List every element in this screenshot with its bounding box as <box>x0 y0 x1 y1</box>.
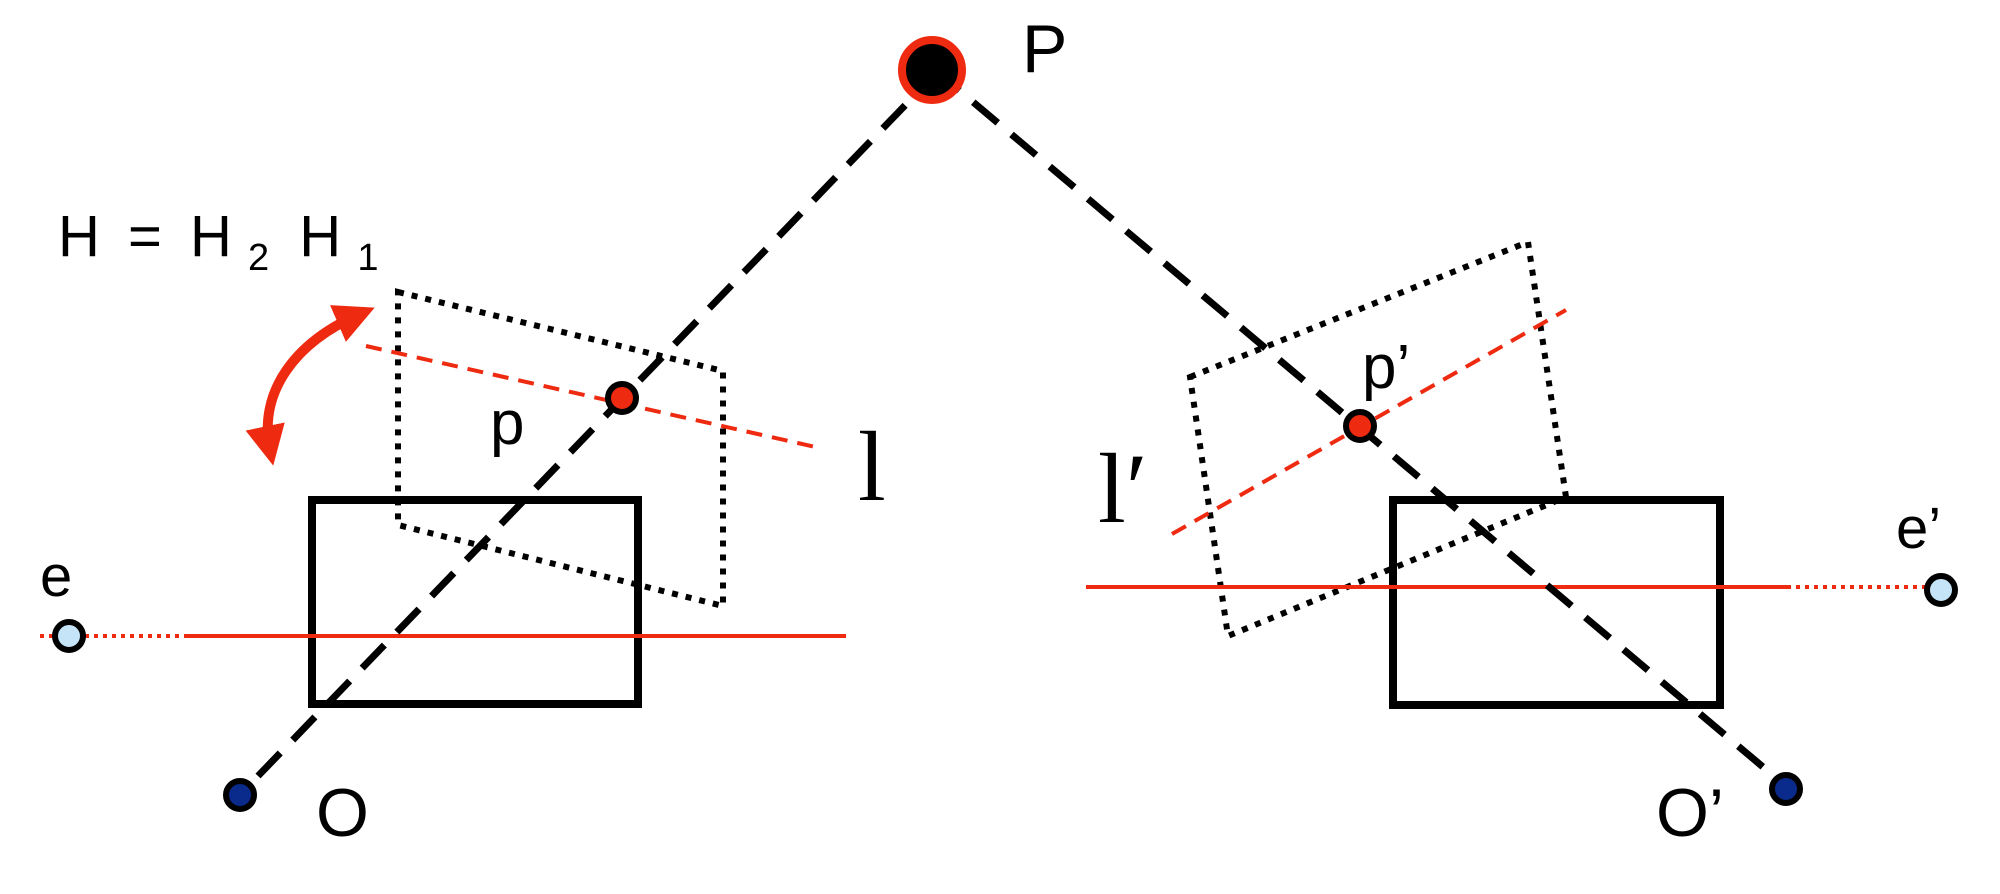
point-p-prime <box>1343 409 1377 443</box>
formula-h1: H <box>299 204 341 269</box>
label-O: O <box>316 775 369 851</box>
label-l-prime: l′ <box>1098 433 1148 544</box>
camera-center-O <box>223 778 257 812</box>
label-p-prime: p’ <box>1362 333 1410 402</box>
label-p: p <box>490 389 524 458</box>
right-rectified-plane <box>1186 237 1570 641</box>
label-P: P <box>1022 11 1067 87</box>
formula-h1-subscript: 1 <box>357 237 378 279</box>
camera-center-O-prime <box>1769 772 1803 806</box>
world-point-P <box>898 36 966 104</box>
rotation-arrow <box>245 305 375 466</box>
formula-equals: = <box>128 204 162 269</box>
epipole-e-prime <box>1924 573 1958 607</box>
epipole-e <box>52 619 86 653</box>
left-image-plane <box>308 496 642 708</box>
homography-formula: H = H 2 H 1 <box>58 204 378 283</box>
formula-h: H <box>58 204 100 269</box>
left-rectified-plane <box>395 288 726 610</box>
point-p <box>605 381 639 415</box>
ray-O-P <box>255 91 919 779</box>
label-l: l <box>858 411 886 522</box>
label-e: e <box>40 544 72 609</box>
label-e-prime: e’ <box>1896 496 1941 561</box>
right-image-plane <box>1389 496 1724 709</box>
formula-h2-subscript: 2 <box>248 237 269 279</box>
label-O-prime: O’ <box>1656 775 1724 851</box>
formula-h2: H <box>190 204 232 269</box>
line-l-prime <box>1171 308 1567 536</box>
